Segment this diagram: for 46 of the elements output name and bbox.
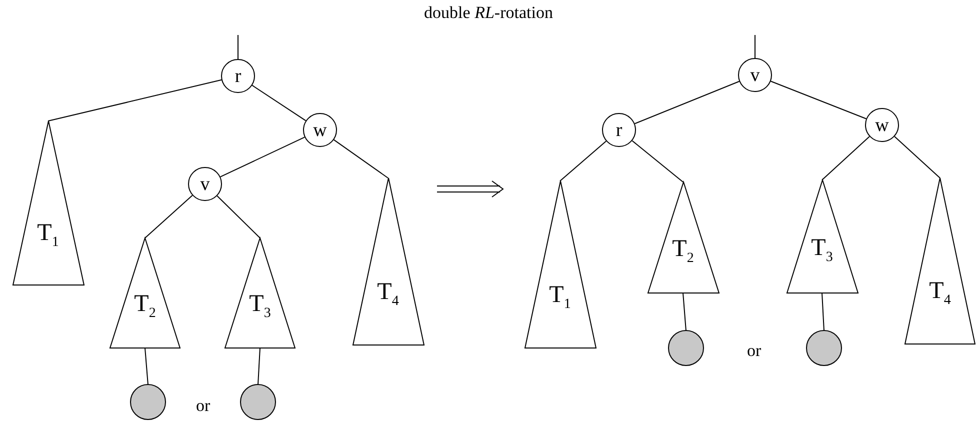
subtree-label: T$_{2}$ [133,292,157,321]
diagram-title: double RL-rotation [423,3,554,22]
separator-word: or [747,342,762,359]
subtree-triangle [646,180,720,294]
leaf-circle [130,384,166,420]
tree-edge [220,136,306,178]
subtree-triangle [224,236,296,348]
subtree-label: T$_{4}$ [928,278,952,308]
subtree-label: T$_{3}$ [248,292,272,321]
tree-node-circle: w [303,113,337,147]
subtree-triangle [352,178,424,346]
tree-edge [822,292,824,330]
tree-edge [144,194,193,238]
tree-node-circle: w [865,108,899,142]
tree-edge [894,136,940,178]
separator-word: or [196,397,210,414]
subtree-triangle [904,178,976,344]
subtree-triangle [109,236,181,348]
tree-node-circle: v [738,58,772,92]
tree-edge [770,80,867,120]
subtree-label: T$_{3}$ [810,236,834,265]
leaf-circle [668,330,704,366]
tree-edge [258,348,260,384]
tree-edge [560,140,607,182]
subtree-triangle [524,180,596,348]
tree-node-circle: r [221,59,255,93]
tree-edge [216,195,260,238]
tree-edge [333,139,388,178]
tree-edge [822,136,870,180]
subtree-triangle [786,178,858,294]
tree-node-circle: r [602,113,636,147]
subtree-label: T$_{1}$ [548,282,572,312]
tree-edge [48,79,222,122]
tree-edge [252,84,306,122]
subtree-label: T$_{2}$ [671,236,695,266]
leaf-circle [806,330,842,366]
subtree-label: T$_{1}$ [36,220,60,250]
tree-edge [144,348,148,384]
tree-edge [634,80,740,124]
subtree-label: T$_{4}$ [376,280,400,309]
leaf-circle [240,384,276,420]
subtree-triangle [12,120,84,286]
tree-node-circle: v [188,167,222,201]
tree-edge [682,292,686,330]
tree-edge [754,34,756,58]
tree-edge [632,140,684,182]
